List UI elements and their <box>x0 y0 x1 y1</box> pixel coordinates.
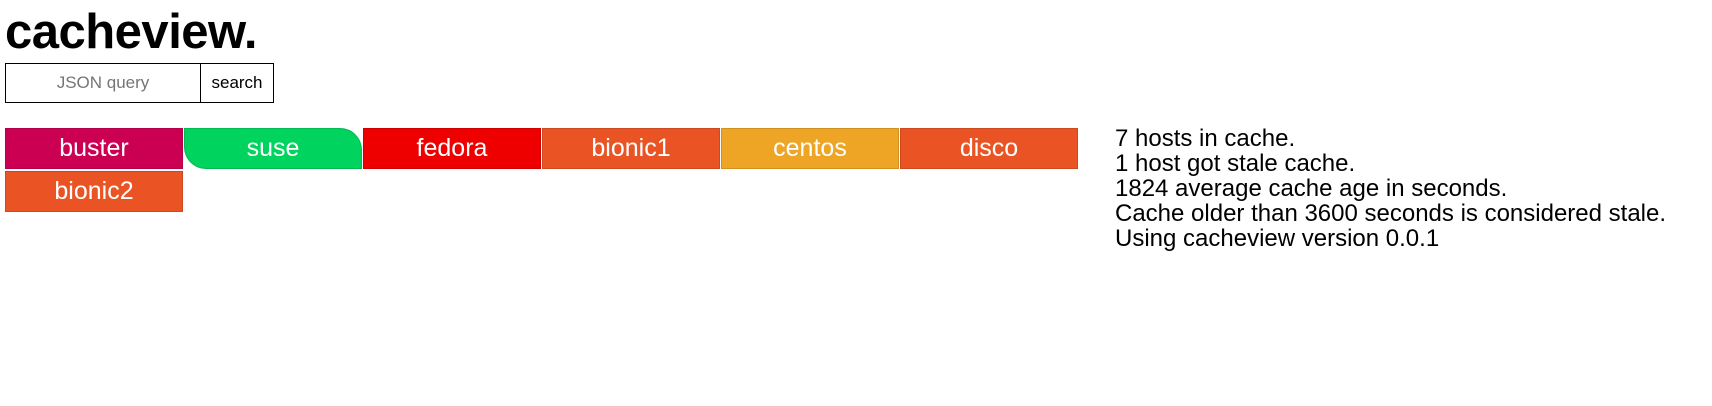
search-form: search <box>5 63 274 103</box>
host-grid: buster suse fedora bionic1 centos disco … <box>5 128 1080 214</box>
host-tile-bionic1[interactable]: bionic1 <box>542 128 720 169</box>
stale-threshold-text: Cache older than 3600 seconds is conside… <box>1115 200 1667 227</box>
host-tile-fedora[interactable]: fedora <box>363 128 541 169</box>
app-title: cacheview. <box>5 5 257 59</box>
json-query-input[interactable] <box>5 63 200 103</box>
host-tile-centos[interactable]: centos <box>721 128 899 169</box>
stale-hosts-text: 1 host got stale cache. <box>1115 150 1356 177</box>
search-button[interactable]: search <box>200 63 274 103</box>
host-tile-bionic2[interactable]: bionic2 <box>5 171 183 212</box>
average-age-text: 1824 average cache age in seconds. <box>1115 175 1508 202</box>
host-tile-suse[interactable]: suse <box>184 128 362 169</box>
cache-stats: 7 hosts in cache. 1 host got stale cache… <box>1115 126 1666 251</box>
host-tile-buster[interactable]: buster <box>5 128 183 169</box>
hosts-in-cache-text: 7 hosts in cache. <box>1115 125 1296 152</box>
host-tile-disco[interactable]: disco <box>900 128 1078 169</box>
version-text: Using cacheview version 0.0.1 <box>1115 225 1440 252</box>
